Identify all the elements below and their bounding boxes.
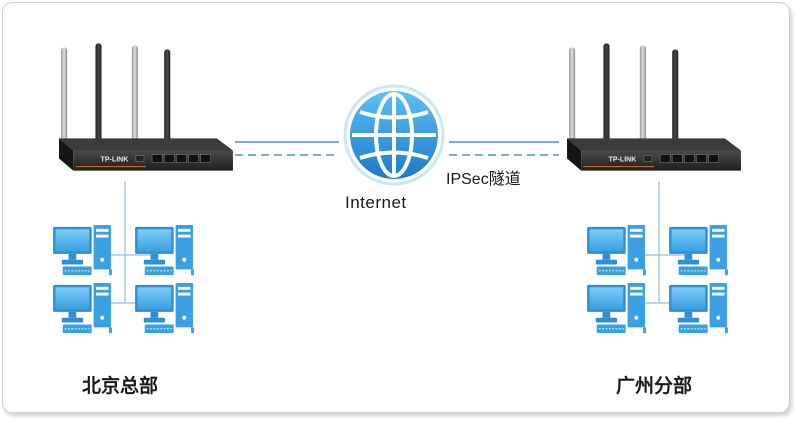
- globe-icon: [343, 84, 445, 186]
- pc-icon: [53, 225, 113, 276]
- pc-icon: [669, 283, 729, 334]
- site-label-headquarters: 北京总部: [82, 375, 159, 397]
- router-icon-right: [566, 43, 742, 172]
- diagram-frame: TP-LINK: [2, 2, 790, 413]
- tunnel-label: IPSec隧道: [446, 171, 521, 188]
- pc-icon: [669, 225, 729, 276]
- site-label-branch: 广州分部: [616, 375, 693, 397]
- pc-icon: [587, 225, 647, 276]
- router-icon-left: [58, 43, 234, 172]
- pc-icon: [135, 283, 195, 334]
- pc-icon: [587, 283, 647, 334]
- pc-icon: [135, 225, 195, 276]
- network-diagram: TP-LINK: [53, 43, 742, 334]
- internet-label: Internet: [345, 193, 407, 212]
- pc-icon: [53, 283, 113, 334]
